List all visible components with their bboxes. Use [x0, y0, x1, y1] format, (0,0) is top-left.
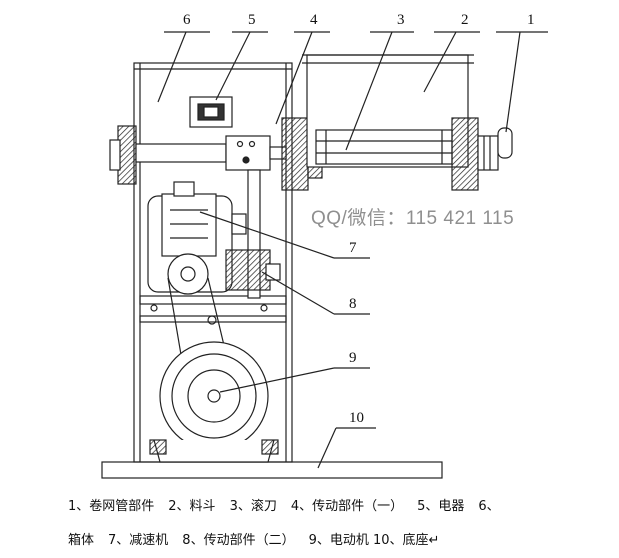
callout-6: 6 — [183, 12, 191, 28]
legend-item: 8、传动部件（二） — [182, 533, 295, 548]
legend-item: 6、 — [478, 499, 500, 514]
main-shaft — [135, 143, 227, 163]
left-flange — [117, 125, 137, 185]
callout-2: 2 — [461, 12, 469, 28]
hand-wheel — [497, 127, 513, 159]
base-plate — [101, 461, 443, 479]
legend-item: 3、滚刀 — [229, 499, 277, 514]
callout-10: 10 — [349, 410, 364, 426]
electric-box — [189, 96, 233, 128]
callout-8: 8 — [349, 296, 357, 312]
machine-drawing: 1 2 3 4 5 6 7 8 9 10 — [101, 12, 548, 479]
legend-line-1: 1、卷网管部件 2、料斗 3、滚刀 4、传动部件（一） 5、电器 6、 — [68, 490, 608, 524]
legend-item: 2、料斗 — [168, 499, 216, 514]
right-flange — [451, 117, 479, 191]
callout-9: 9 — [349, 350, 357, 366]
legend-item: 4、传动部件（一） — [290, 499, 404, 514]
callout-1: 1 — [527, 12, 535, 28]
callout-7: 7 — [349, 240, 357, 256]
legend-item: 5、电器 — [417, 499, 465, 514]
legend-line-2: 箱体 7、减速机 8、传动部件（二） 9、电动机 10、底座↵ — [68, 524, 608, 558]
callout-3: 3 — [397, 12, 405, 28]
hob-cutter — [315, 129, 453, 165]
legend-item: 7、减速机 — [108, 533, 169, 548]
legend-item: 9、电动机 10、底座↵ — [308, 533, 440, 548]
parts-legend: 1、卷网管部件 2、料斗 3、滚刀 4、传动部件（一） 5、电器 6、 箱体 7、减速机 8、… — [68, 490, 608, 558]
shaft-coupling — [225, 135, 271, 171]
mid-shelf — [139, 295, 287, 305]
watermark-contact: QQ/微信：115 421 115 — [311, 208, 515, 229]
lower-shelf — [139, 315, 287, 323]
legend-item: 箱体 — [68, 533, 95, 548]
callout-5: 5 — [248, 12, 256, 28]
callout-4: 4 — [310, 12, 318, 28]
coil-unit — [477, 135, 499, 171]
transmission-one — [281, 117, 309, 191]
transmission-two — [225, 249, 271, 291]
legend-item: 1、卷网管部件 — [68, 499, 155, 514]
